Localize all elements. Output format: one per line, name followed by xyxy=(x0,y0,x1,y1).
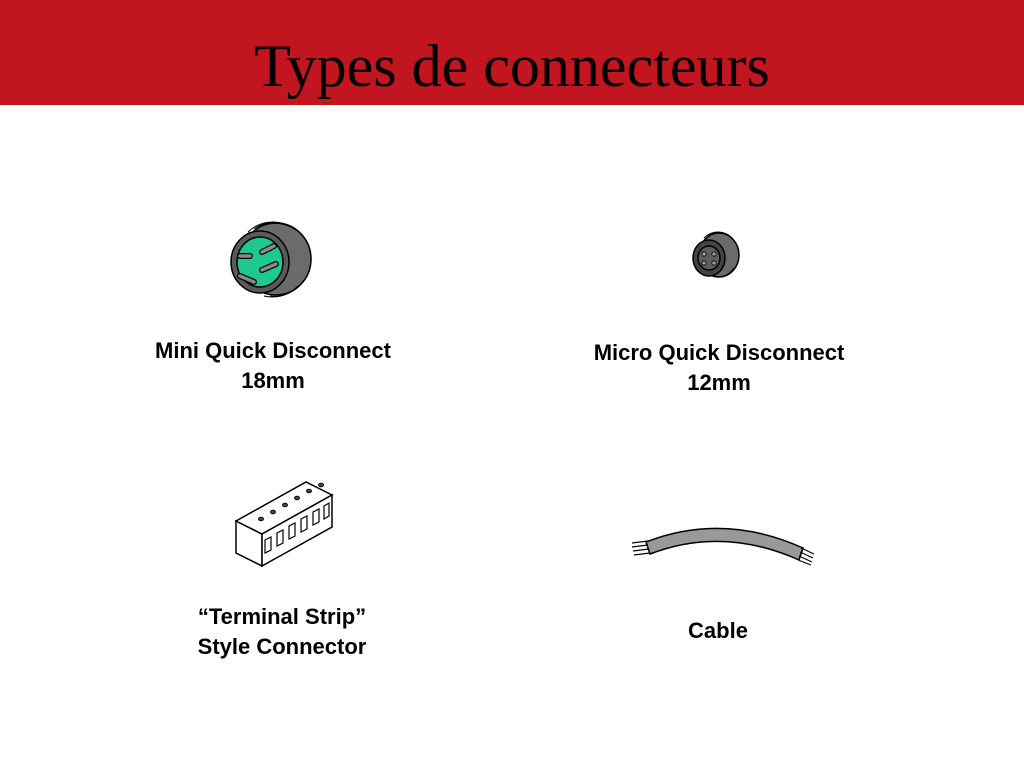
caption-line: Cable xyxy=(688,618,748,643)
slide-title: Types de connecteurs xyxy=(254,33,770,99)
caption-terminal-strip: “Terminal Strip” Style Connector xyxy=(132,602,432,662)
title-bar xyxy=(0,0,1024,105)
caption-mini-quick-disconnect: Mini Quick Disconnect 18mm xyxy=(123,336,423,396)
micro-quick-disconnect-image xyxy=(692,231,740,278)
caption-line: Micro Quick Disconnect xyxy=(593,340,845,365)
mini-quick-disconnect-image xyxy=(230,221,312,298)
caption-line: Mini Quick Disconnect xyxy=(155,338,391,363)
caption-line: Style Connector xyxy=(197,634,367,659)
cable-image xyxy=(631,527,815,566)
caption-line: 12mm xyxy=(687,370,751,395)
caption-line: 18mm xyxy=(241,368,305,393)
caption-cable: Cable xyxy=(618,616,818,646)
terminal-strip-image xyxy=(234,481,334,568)
caption-micro-quick-disconnect: Micro Quick Disconnect 12mm xyxy=(559,338,879,398)
caption-line: “Terminal Strip” xyxy=(197,604,367,629)
